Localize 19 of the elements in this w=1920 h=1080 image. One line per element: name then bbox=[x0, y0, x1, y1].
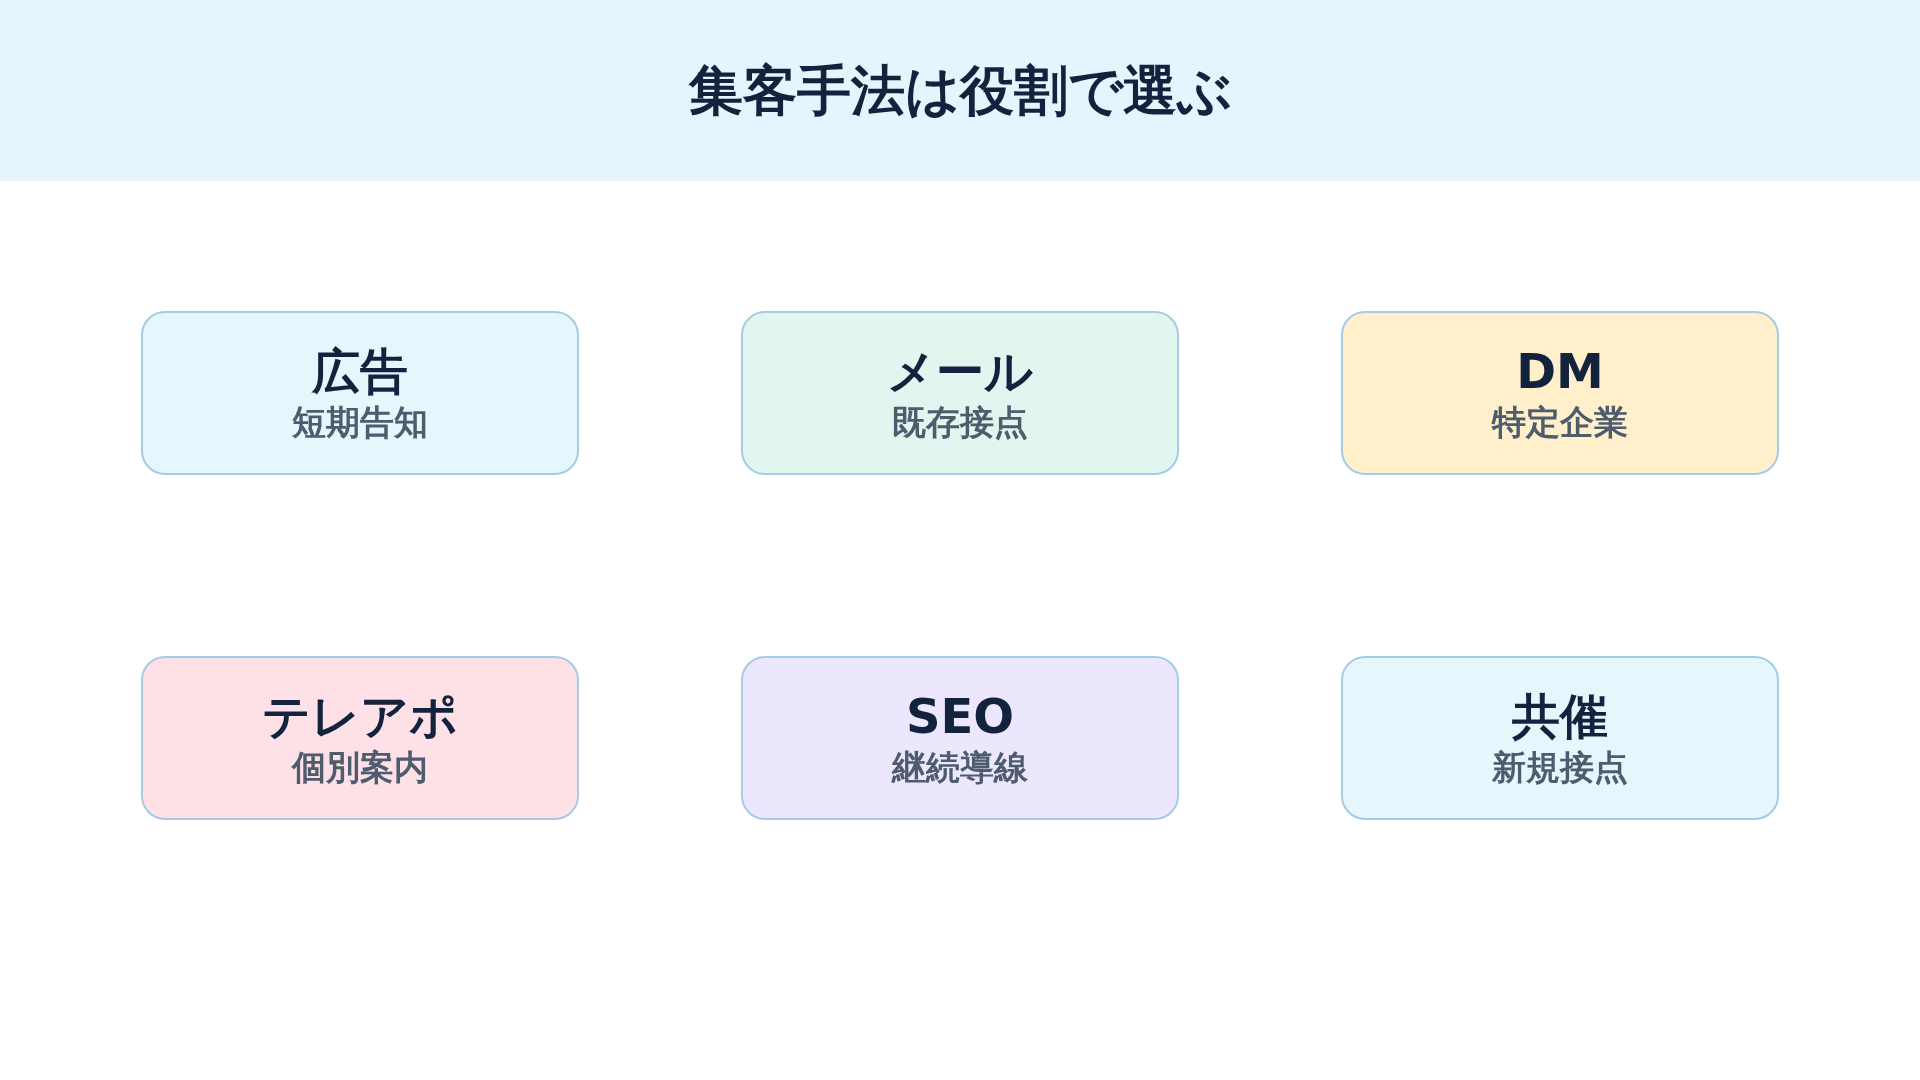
card-heading: メール bbox=[887, 343, 1033, 399]
card-subtitle: 個別案内 bbox=[292, 746, 428, 788]
role-card bbox=[741, 656, 1179, 820]
card-subtitle: 短期告知 bbox=[292, 401, 428, 443]
card-heading: DM bbox=[1516, 343, 1604, 399]
card-heading: SEO bbox=[905, 688, 1015, 744]
card-heading: 広告 bbox=[312, 343, 408, 399]
role-card bbox=[141, 311, 579, 475]
card-subtitle: 新規接点 bbox=[1492, 746, 1628, 788]
card-subtitle: 既存接点 bbox=[892, 401, 1028, 443]
role-card bbox=[741, 311, 1179, 475]
card-subtitle: 継続導線 bbox=[892, 746, 1028, 788]
role-card bbox=[1341, 656, 1779, 820]
card-subtitle: 特定企業 bbox=[1492, 401, 1628, 443]
title: 集客手法は役割で選ぶ bbox=[688, 58, 1232, 124]
card-heading: テレアポ bbox=[262, 688, 458, 744]
card-heading: 共催 bbox=[1512, 688, 1608, 744]
role-card bbox=[1341, 311, 1779, 475]
role-card bbox=[141, 656, 579, 820]
